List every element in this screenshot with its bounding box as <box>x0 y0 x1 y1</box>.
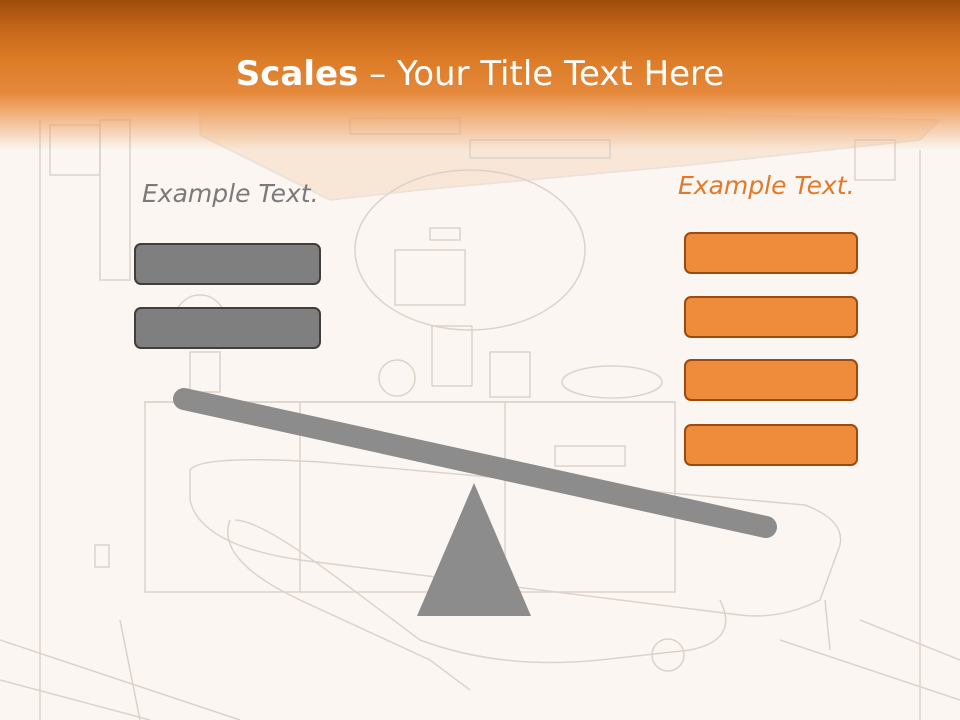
slide-title-rest: – Your Title Text Here <box>358 54 725 94</box>
right-box-3 <box>684 359 858 401</box>
left-box-2 <box>134 307 321 349</box>
right-box-1 <box>684 232 858 274</box>
right-example-text: Example Text. <box>678 171 855 200</box>
right-box-2 <box>684 296 858 338</box>
right-box-4 <box>684 424 858 466</box>
slide-title-bold: Scales <box>235 54 359 94</box>
slide-title: Scales – Your Title Text Here <box>0 52 960 96</box>
left-example-text: Example Text. <box>142 179 319 208</box>
left-box-1 <box>134 243 321 285</box>
title-header-band <box>0 0 960 150</box>
